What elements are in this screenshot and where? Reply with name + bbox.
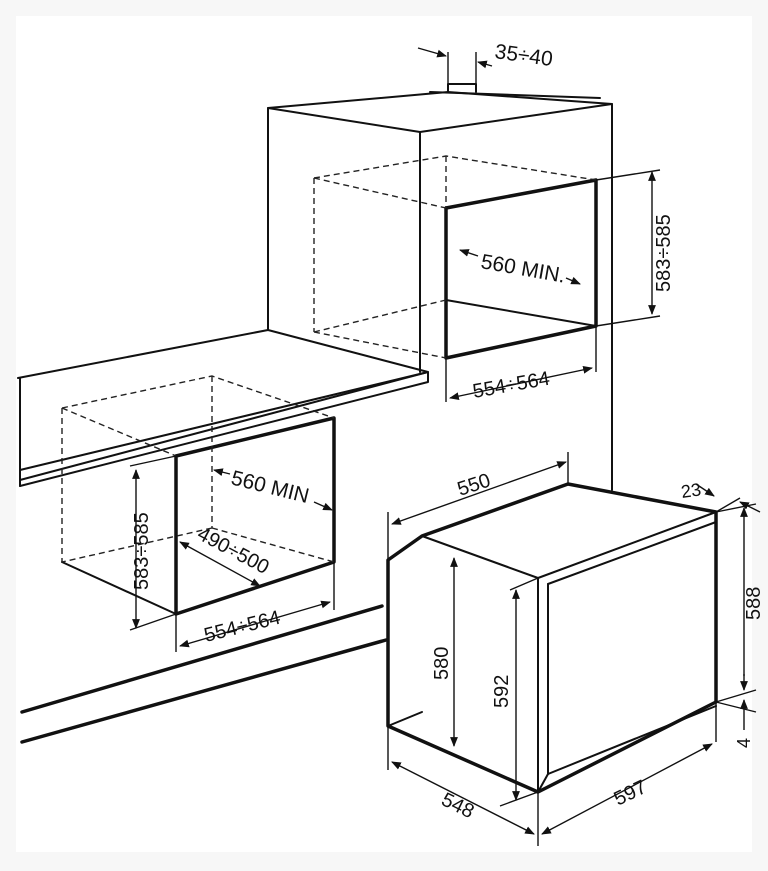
diagram-panel bbox=[16, 16, 752, 852]
dimension-lines bbox=[129, 47, 761, 846]
label-lower-cavity-width: 554÷564 bbox=[202, 607, 283, 647]
label-oven-depth-bottom: 548 bbox=[438, 789, 478, 823]
label-upper-cavity-height: 583÷585 bbox=[653, 214, 675, 292]
label-oven-width: 597 bbox=[611, 776, 651, 810]
lower-cavity-opening bbox=[61, 416, 336, 616]
worktop bbox=[17, 329, 429, 487]
label-upper-cavity-depth: 560 MIN. bbox=[479, 250, 567, 287]
upper-cavity-hidden-lines bbox=[313, 155, 597, 359]
label-door-thickness: 23 bbox=[680, 479, 703, 502]
label-lower-cavity-height: 583÷585 bbox=[131, 512, 153, 590]
tall-column-unit bbox=[267, 83, 613, 491]
label-clearance-top: 35÷40 bbox=[493, 40, 554, 71]
label-upper-cavity-width: 554÷564 bbox=[471, 368, 551, 403]
label-oven-door-height: 588 bbox=[743, 587, 765, 620]
label-oven-foot: 4 bbox=[734, 738, 754, 748]
oven-appliance bbox=[386, 482, 718, 794]
label-oven-body-height: 580 bbox=[431, 647, 453, 680]
label-lower-cavity-depth: 560 MIN bbox=[229, 467, 312, 509]
label-oven-depth-top: 550 bbox=[455, 470, 494, 501]
lower-cavity-hidden-lines bbox=[61, 375, 335, 563]
label-oven-front-height: 592 bbox=[491, 675, 513, 708]
